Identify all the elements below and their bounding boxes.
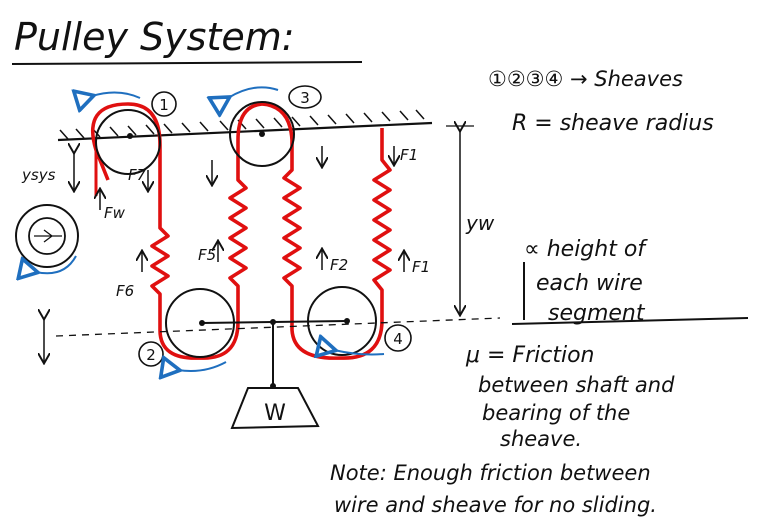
reference-dashed-line xyxy=(55,317,501,337)
rotation-arrow-side-sheave xyxy=(36,255,77,273)
title: Pulley System: xyxy=(14,15,295,59)
legend-sheaves: ①②③④ → Sheaves xyxy=(488,67,683,91)
force-arrows xyxy=(100,146,404,272)
rotation-arrow-sheave-3 xyxy=(228,86,279,98)
sheave-1-label: 1 xyxy=(159,96,169,114)
rotation-arrow-sheave-4 xyxy=(334,350,385,355)
weight-label: W xyxy=(264,401,286,426)
friction-note-line-3: bearing of the xyxy=(482,401,630,425)
sheave-1: 1 xyxy=(95,91,177,175)
sheave-2-badge xyxy=(138,341,164,367)
ceiling-line xyxy=(57,121,433,142)
sliding-note-line-1: Note: Enough friction between xyxy=(330,461,651,485)
dimension-label-ysys: ysys xyxy=(21,166,56,184)
force-label-f2: F2 xyxy=(330,256,348,274)
force-label-f6: F6 xyxy=(116,282,134,300)
ceiling-hatching xyxy=(59,109,425,140)
sheave-3-wheel xyxy=(229,101,295,167)
side-sheave-hatch xyxy=(34,229,62,243)
sheave-side-view xyxy=(15,204,79,268)
rotation-arrows xyxy=(36,86,385,371)
sliding-note: Note: Enough friction between wire and s… xyxy=(330,461,657,517)
sheave-3-badge xyxy=(288,85,322,109)
yw-note-line-1: ∝ height of xyxy=(524,237,648,262)
sheave-2: 2 xyxy=(138,288,235,367)
friction-note-line-4: sheave. xyxy=(500,427,582,451)
dimension-label-yw: yw xyxy=(465,211,495,235)
side-sheave-inner xyxy=(28,217,66,255)
force-label-f1-bottom: F1 xyxy=(412,258,430,276)
rotation-arrow-sheave-2 xyxy=(178,362,227,371)
weight: W xyxy=(230,387,320,430)
sheave-4: 4 xyxy=(307,286,412,356)
yw-note: ∝ height of each wire segment xyxy=(511,237,749,326)
yw-note-underline xyxy=(511,317,749,325)
friction-note-line-2: between shaft and xyxy=(478,373,675,397)
friction-note: μ = Friction between shaft and bearing o… xyxy=(465,343,675,451)
sheave-4-label: 4 xyxy=(393,330,403,348)
sheave-3-label: 3 xyxy=(300,89,310,107)
sheave-2-label: 2 xyxy=(146,346,156,364)
force-label-f1-top: F1 xyxy=(400,146,418,164)
sheave-1-badge xyxy=(151,91,177,117)
rotation-arrow-sheave-1 xyxy=(92,92,141,98)
yw-note-line-2: each wire xyxy=(536,271,643,296)
force-label-fw: Fw xyxy=(104,204,126,222)
sheave-4-badge xyxy=(384,324,412,352)
force-label-f5: F5 xyxy=(198,246,216,264)
force-label-f7: F7 xyxy=(128,166,147,184)
sheave-3-axle xyxy=(259,131,265,137)
friction-note-line-1: μ = Friction xyxy=(465,343,594,368)
side-sheave-outer xyxy=(15,204,79,268)
sheave-1-wheel xyxy=(95,109,161,175)
sheave-3: 3 xyxy=(229,85,322,167)
sheave-1-axle xyxy=(127,133,133,139)
legend-radius: R = sheave radius xyxy=(512,111,714,136)
title-underline xyxy=(11,61,363,65)
weight-body xyxy=(230,387,320,430)
sliding-note-line-2: wire and sheave for no sliding. xyxy=(334,493,657,517)
ceiling xyxy=(57,109,433,142)
